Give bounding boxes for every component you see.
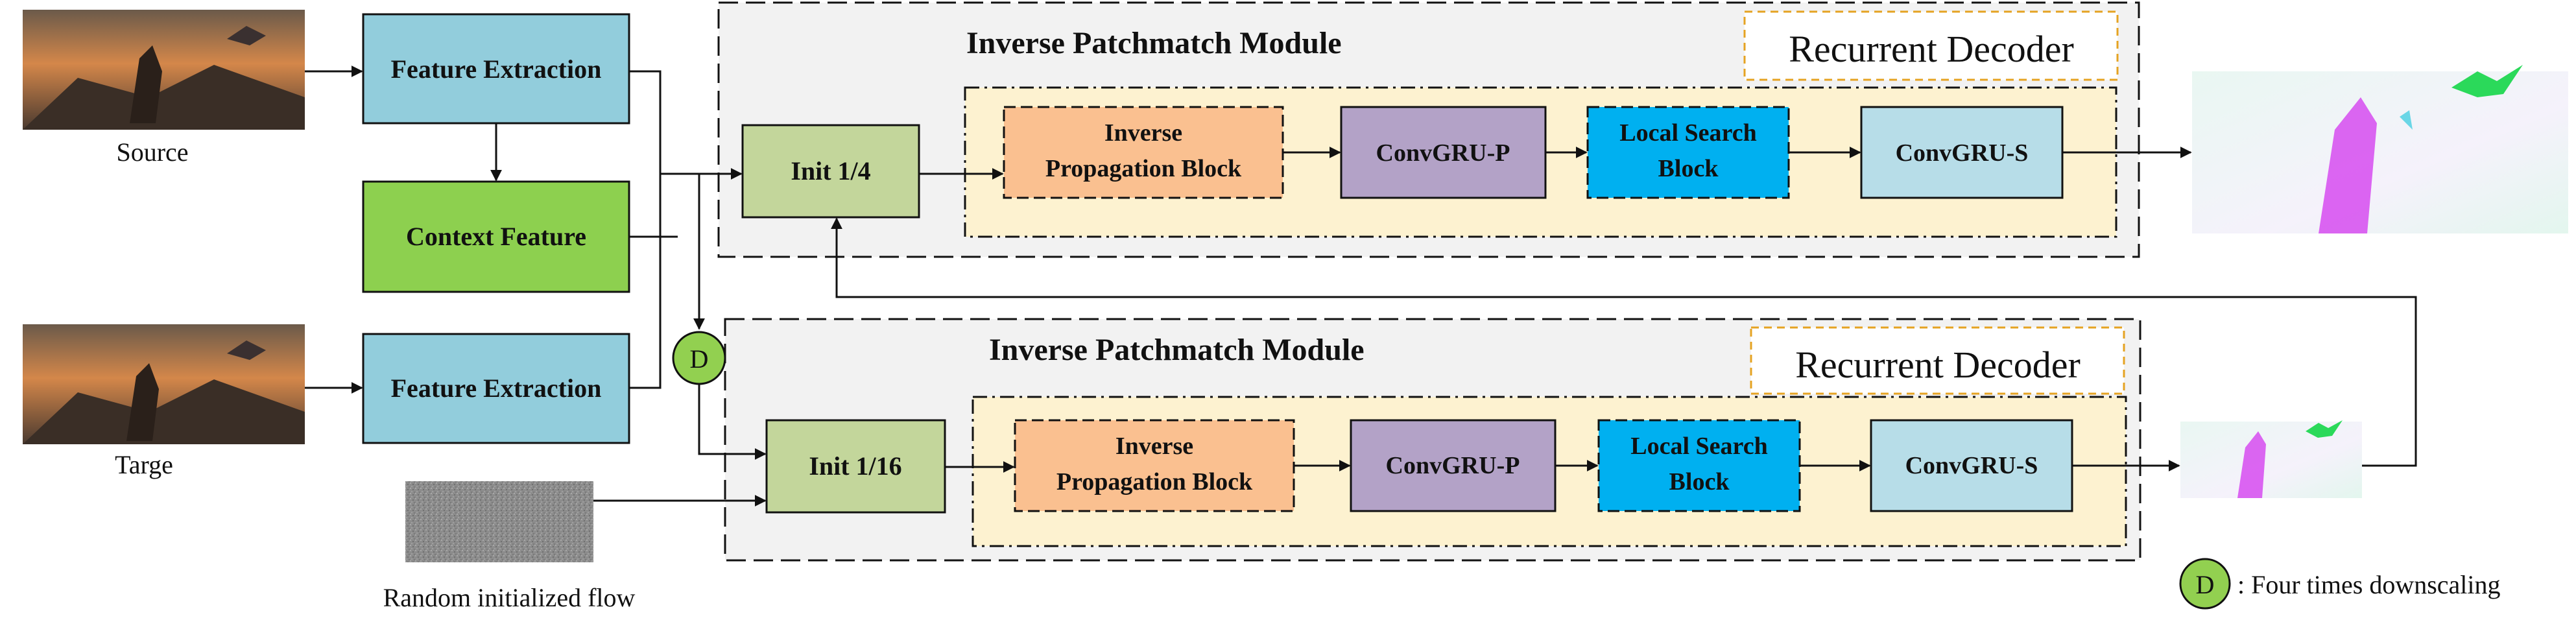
convgru-s-bottom-label: ConvGRU-S (1905, 452, 2038, 479)
init-top-label: Init 1/4 (791, 156, 870, 185)
convgru-s-top-label: ConvGRU-S (1896, 139, 2029, 167)
module-top-title: Inverse Patchmatch Module (966, 26, 1342, 60)
module-bottom-title: Inverse Patchmatch Module (989, 333, 1365, 367)
inverse-propagation-bottom-line1: Inverse (1115, 433, 1193, 460)
feature-extraction-top-label: Feature Extraction (391, 54, 602, 84)
convgru-s-bottom-box: ConvGRU-S (1870, 419, 2073, 512)
local-search-bottom-box: Local Search Block (1597, 419, 1801, 512)
random-flow-label: Random initialized flow (383, 583, 636, 612)
decoder-top-title: Recurrent Decoder (1789, 28, 2074, 70)
inverse-propagation-bottom-line2: Propagation Block (1056, 468, 1253, 495)
convgru-p-bottom-label: ConvGRU-P (1386, 452, 1520, 479)
downscale-legend-circle (2179, 558, 2231, 610)
inverse-propagation-top-line1: Inverse (1104, 119, 1182, 147)
downscale-legend-symbol: D (2196, 570, 2215, 599)
local-search-bottom-line2: Block (1669, 468, 1730, 495)
target-image (23, 324, 305, 444)
inverse-propagation-bottom-box: Inverse Propagation Block (1014, 419, 1295, 512)
init-bottom-box: Init 1/16 (765, 419, 946, 514)
output-flow-bottom-image (2180, 420, 2362, 498)
convgru-s-top-box: ConvGRU-S (1860, 106, 2064, 199)
source-label: Source (116, 137, 188, 167)
source-image (23, 10, 305, 130)
convgru-p-top-label: ConvGRU-P (1376, 139, 1510, 167)
local-search-top-line2: Block (1658, 155, 1719, 182)
connectors (305, 66, 2417, 507)
downscale-legend-text: : Four times downscaling (2237, 570, 2501, 599)
convgru-p-bottom-box: ConvGRU-P (1350, 419, 1556, 512)
init-bottom-label: Init 1/16 (809, 451, 901, 481)
local-search-top-box: Local Search Block (1586, 106, 1790, 199)
decoder-bottom-title: Recurrent Decoder (1795, 344, 2081, 386)
downscale-node: D (672, 331, 726, 385)
convgru-p-top-box: ConvGRU-P (1340, 106, 1547, 199)
feature-extraction-bottom-label: Feature Extraction (391, 374, 602, 403)
target-label: Targe (115, 450, 173, 479)
random-flow-image (405, 481, 593, 562)
output-flow-top-image (2192, 65, 2568, 233)
inverse-propagation-top-line2: Propagation Block (1045, 155, 1242, 182)
init-top-box: Init 1/4 (741, 124, 920, 219)
inverse-propagation-top-box: Inverse Propagation Block (1003, 106, 1284, 199)
local-search-top-line1: Local Search (1619, 119, 1756, 147)
downscale-node-circle (672, 331, 726, 385)
context-feature-label: Context Feature (406, 222, 586, 251)
local-search-bottom-line1: Local Search (1630, 433, 1767, 460)
feature-extraction-bottom-box: Feature Extraction (362, 333, 630, 444)
feature-extraction-top-box: Feature Extraction (362, 13, 630, 125)
downscale-legend: D : Four times downscaling (2179, 558, 2501, 610)
context-feature-box: Context Feature (362, 180, 630, 293)
downscale-node-symbol: D (690, 344, 709, 374)
